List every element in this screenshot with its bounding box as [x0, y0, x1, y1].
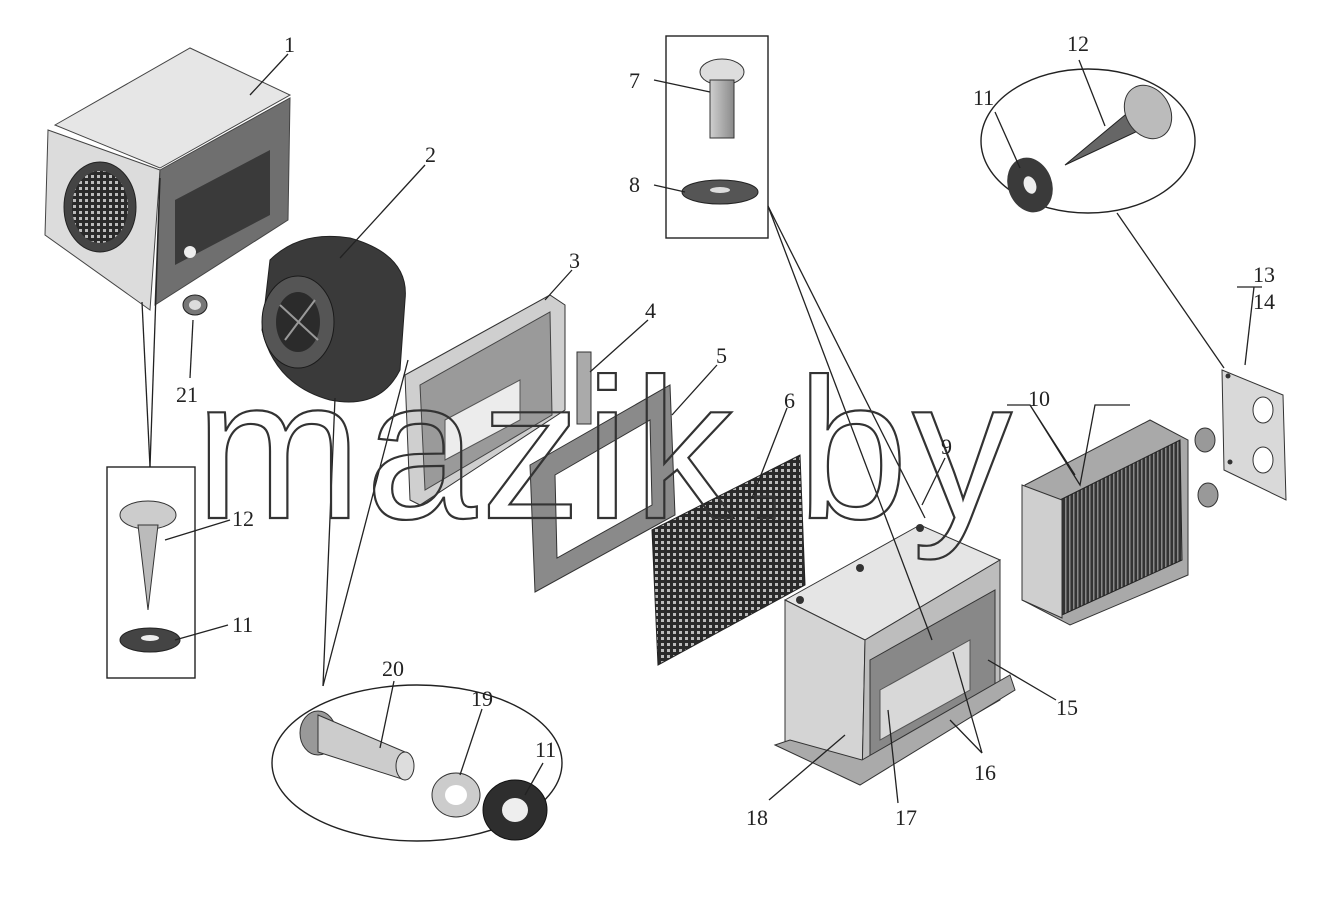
- label-2: 2: [425, 142, 436, 167]
- label-1: 1: [284, 32, 295, 57]
- label-4: 4: [645, 298, 656, 323]
- label-19: 19: [471, 686, 493, 711]
- label-11-bottom: 11: [535, 737, 556, 762]
- leader-lines: [141, 53, 1262, 804]
- part-13-14-plate: [1221, 369, 1287, 501]
- label-3: 3: [569, 248, 580, 273]
- label-16: 16: [974, 760, 996, 785]
- label-14: 14: [1253, 289, 1275, 314]
- label-12-top: 12: [1067, 31, 1089, 56]
- label-9: 9: [941, 434, 952, 459]
- label-15: 15: [1056, 695, 1078, 720]
- label-18: 18: [746, 805, 768, 830]
- detail-box-rivet-washer: [665, 35, 769, 239]
- label-12-left: 12: [232, 506, 254, 531]
- label-6: 6: [784, 388, 795, 413]
- detail-ellipse-screw-washer-top: [980, 68, 1196, 214]
- label-11-left: 11: [232, 612, 253, 637]
- watermark-text: mazik.by: [195, 338, 1016, 561]
- part-1-housing: [44, 47, 292, 311]
- label-8: 8: [629, 172, 640, 197]
- part-6-mesh: [651, 454, 806, 666]
- label-20: 20: [382, 656, 404, 681]
- label-5: 5: [716, 343, 727, 368]
- part-3-frame: [404, 294, 566, 506]
- label-7: 7: [629, 68, 640, 93]
- part-21-grommet: [182, 294, 208, 316]
- part-10-radiator: [1021, 419, 1219, 626]
- label-10: 10: [1028, 386, 1050, 411]
- label-13: 13: [1253, 262, 1275, 287]
- label-11-top: 11: [973, 85, 994, 110]
- detail-box-screw-washer-left: [106, 466, 196, 679]
- detail-ellipse-bolt-spacer-washer: [271, 684, 563, 842]
- label-21: 21: [176, 382, 198, 407]
- part-number-labels: 1 2 3 4 5 6 7 8 9 10 11 12 13 14 15 16 1…: [176, 31, 1275, 830]
- part-9-heater-housing: [773, 524, 1016, 786]
- part-4-strip: [576, 351, 592, 425]
- part-2-fan: [261, 235, 406, 403]
- label-17: 17: [895, 805, 917, 830]
- part-5-gasket: [529, 384, 676, 593]
